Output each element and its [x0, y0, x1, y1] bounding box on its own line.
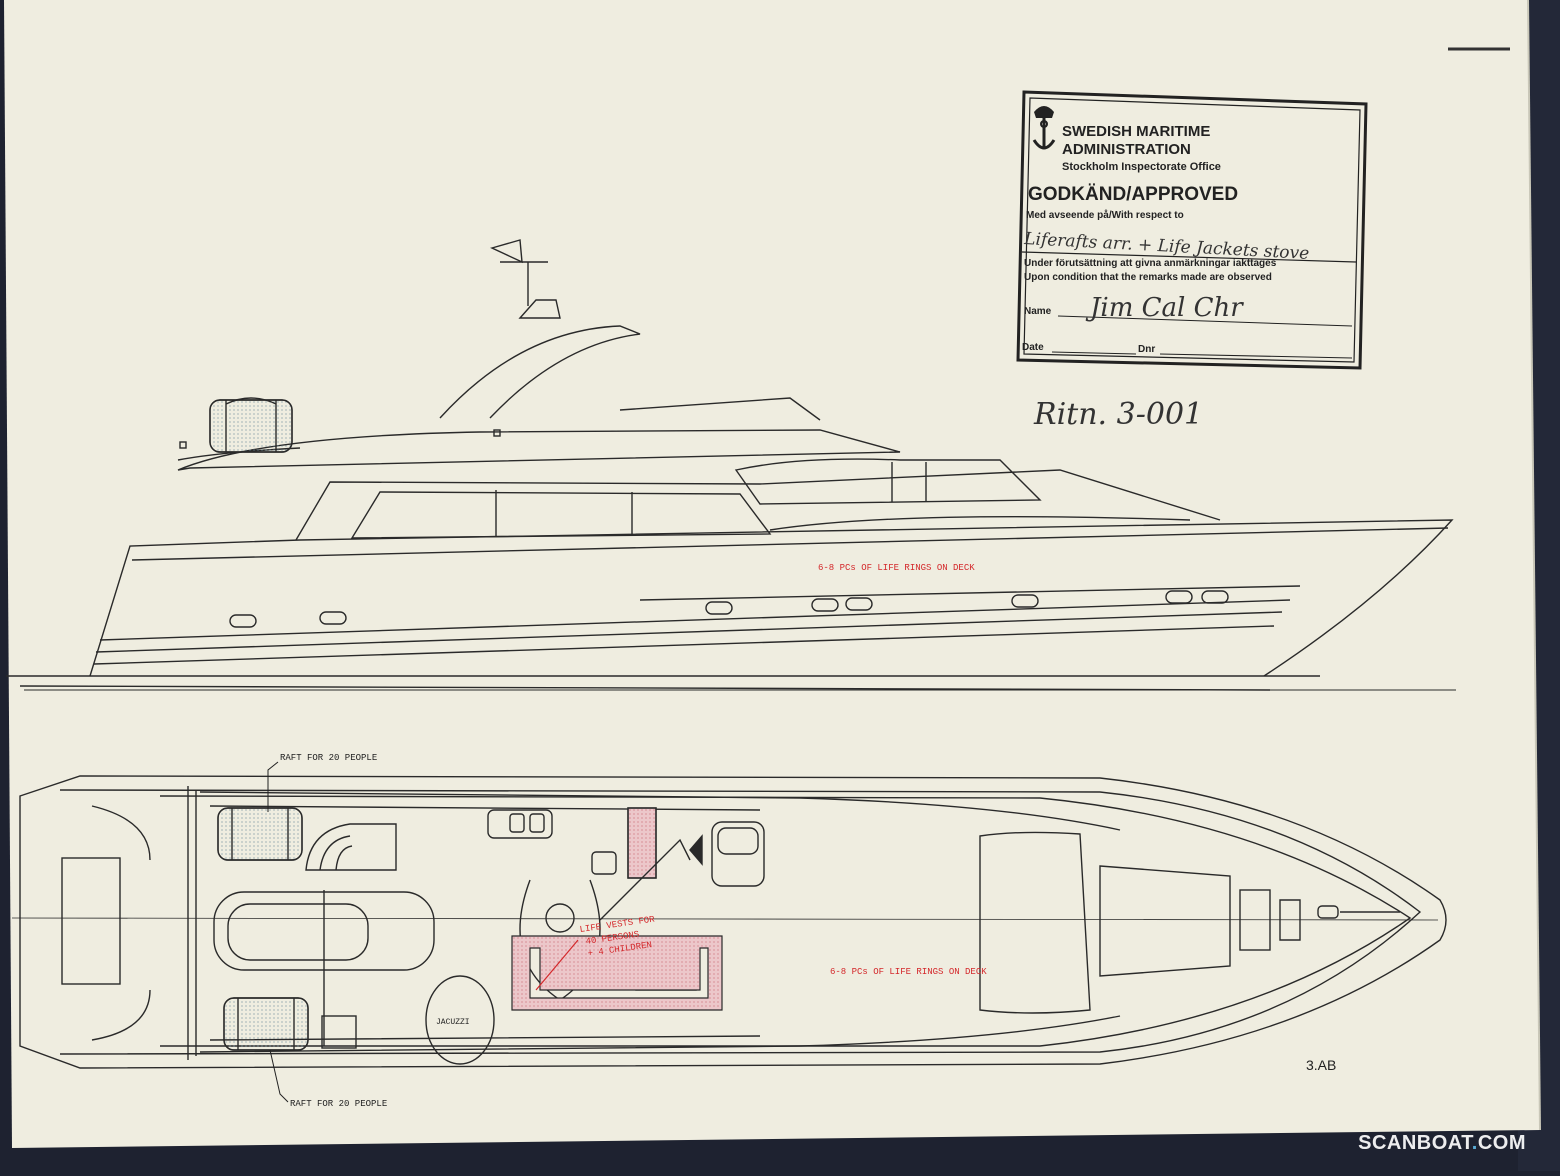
stamp-name-label: Name [1024, 306, 1052, 317]
paper-sheet [4, 0, 1540, 1148]
profile-view [6, 239, 1456, 691]
watermark-separator: . [1471, 1132, 1478, 1154]
sheet-code: 3.AB [1306, 1057, 1336, 1073]
stamp-signature: Jim Cal Chr [1085, 293, 1244, 323]
scanboat-watermark: SCANBOAT.COM [1358, 1132, 1526, 1155]
drawing-reference: Ritn. 3-001 [1033, 397, 1203, 432]
watermark-tld: COM [1477, 1132, 1526, 1154]
stamp-authority-line2: ADMINISTRATION [1062, 141, 1191, 158]
watermark-brand: SCANBOAT [1358, 1132, 1472, 1154]
crown-anchor-icon [1032, 106, 1056, 150]
stamp-respect-label: Med avseende på/With respect to [1026, 209, 1184, 221]
profile-life-rings-note: 6-8 PCs OF LIFE RINGS ON DECK [818, 563, 975, 573]
plan-view: JACUZZI [11, 775, 1447, 1069]
raft-top-note: RAFT FOR 20 PEOPLE [280, 753, 377, 763]
raft-bottom-note: RAFT FOR 20 PEOPLE [290, 1099, 387, 1109]
stamp-dnr-label: Dnr [1138, 344, 1155, 355]
stamp-date-label: Date [1022, 342, 1044, 353]
stamp-office: Stockholm Inspectorate Office [1062, 161, 1221, 173]
stamp-approval: GODKÄND/APPROVED [1028, 184, 1238, 205]
plan-life-rings-note: 6-8 PCs OF LIFE RINGS ON DECK [830, 967, 987, 977]
stamp-condition-line2: Upon condition that the remarks made are… [1024, 272, 1272, 283]
stamp-authority-line1: SWEDISH MARITIME [1062, 123, 1210, 140]
stamp-condition-line1: Under förutsättning att givna anmärkning… [1024, 258, 1277, 269]
jacuzzi-label: JACUZZI [436, 1018, 470, 1027]
